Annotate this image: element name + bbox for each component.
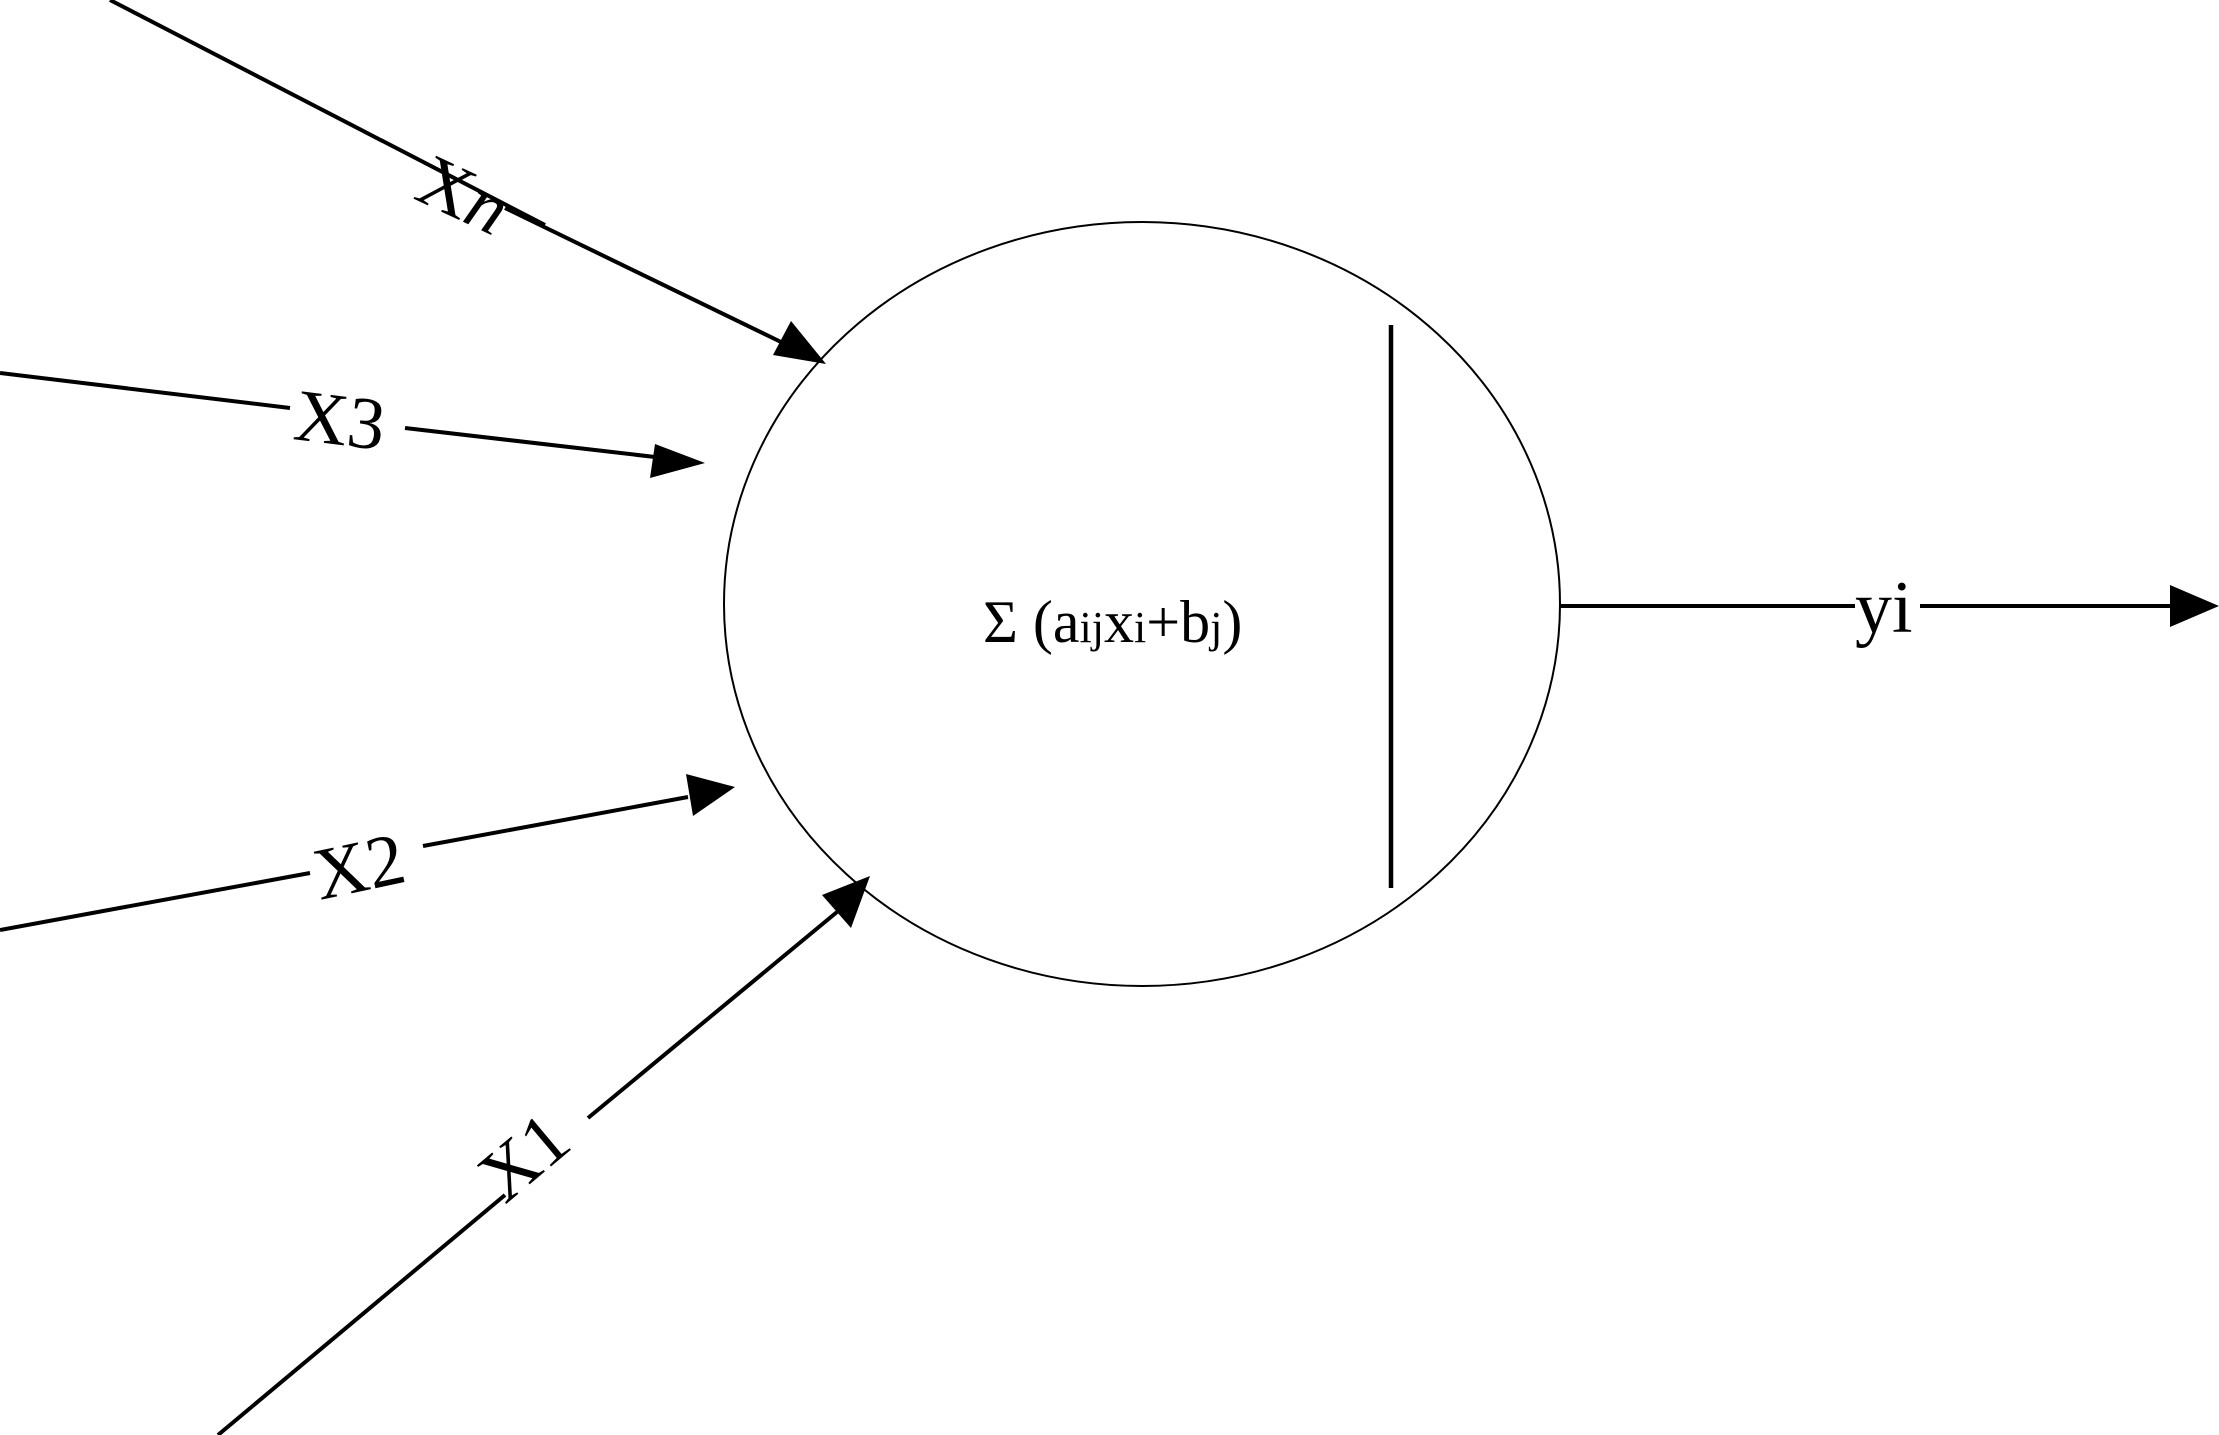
input-label-x1: X1 [463, 1097, 585, 1218]
arrowhead-x2 [686, 774, 735, 816]
arrowhead-x1 [822, 876, 870, 928]
arrowhead-output [2170, 585, 2219, 627]
sigma-symbol: Σ [983, 589, 1018, 655]
input-label-xn: Xn [405, 139, 522, 252]
neuron-formula: Σ (aijxi+bj) [983, 589, 1242, 655]
output-label-yi: yi [1855, 567, 1913, 649]
input-edge-xn: Xn [109, 0, 826, 364]
input-label-x3: X3 [290, 374, 390, 466]
input-edge-x2: X2 [0, 774, 735, 932]
input-label-x2: X2 [306, 818, 412, 917]
input-edge-x3: X3 [0, 371, 705, 478]
arrowhead-xn [773, 321, 826, 364]
arrowhead-x3 [650, 444, 705, 478]
input-edge-x1: X1 [216, 876, 870, 1435]
output-edge: yi [1560, 567, 2219, 649]
